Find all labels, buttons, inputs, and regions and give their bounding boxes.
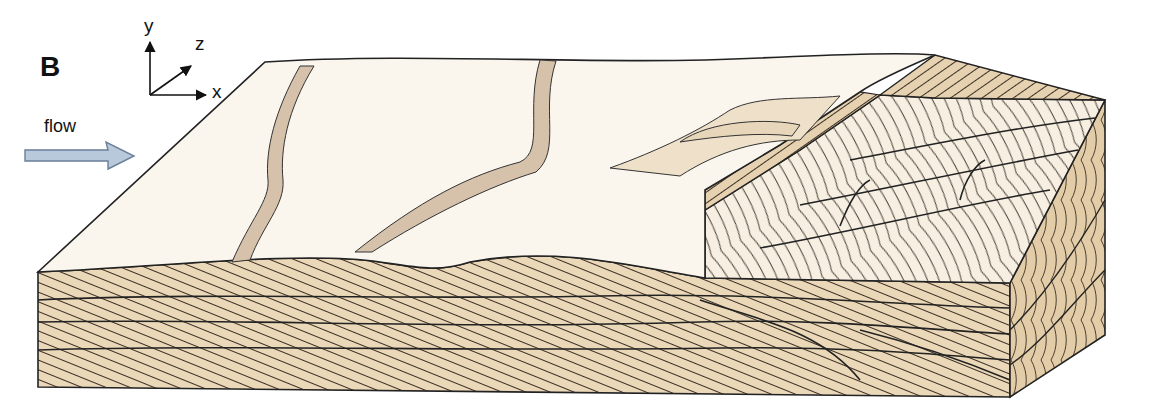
flow-arrow xyxy=(25,142,134,169)
axis-label: x xyxy=(212,82,222,103)
flow-label: flow xyxy=(44,117,76,137)
axis-label: y xyxy=(144,16,154,37)
panel-letter: B xyxy=(40,52,60,83)
bounding-surfaces xyxy=(38,295,1010,380)
axis-label: z xyxy=(195,34,205,55)
surface-band xyxy=(232,66,314,262)
dune-surface xyxy=(38,54,935,278)
surface-patch xyxy=(680,121,800,142)
surface-band xyxy=(355,60,556,252)
surface-patch xyxy=(610,96,840,176)
